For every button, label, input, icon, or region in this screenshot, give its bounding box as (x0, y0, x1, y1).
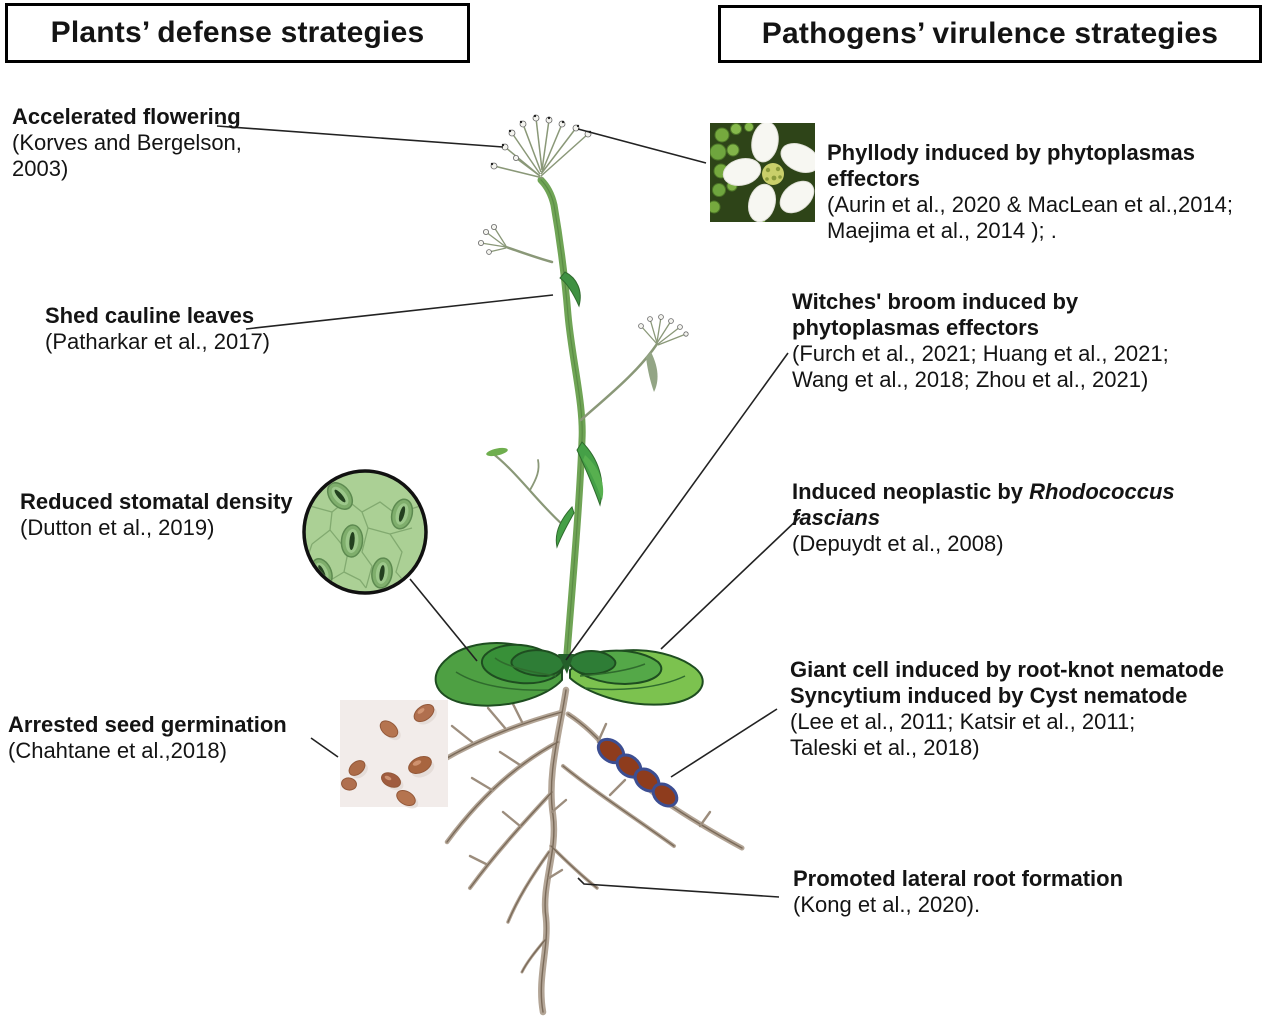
root-spurs (450, 700, 712, 880)
line-arrested-seed (310, 737, 339, 758)
right-flower-cluster (638, 314, 689, 346)
annotation-citation: (Lee et al., 2011; Katsir et al., 2011; … (790, 709, 1136, 760)
header-plants-defense: Plants’ defense strategies (5, 3, 470, 63)
root-system (408, 686, 745, 1016)
line-witches-broom (565, 352, 789, 661)
header-plants-defense-label: Plants’ defense strategies (50, 16, 425, 49)
annotation-title: Phyllody induced by phytoplasmas effecto… (827, 140, 1195, 191)
root-galls (596, 737, 679, 808)
line-phyllody (577, 128, 707, 164)
branch-leaflet (646, 352, 658, 392)
annotation-promoted-lateral-root: Promoted lateral root formation (Kong et… (793, 866, 1213, 918)
seeds (341, 703, 437, 809)
annotation-citation: (Kong et al., 2020). (793, 892, 981, 917)
left-flower-cluster (477, 223, 507, 255)
line-promoted-root (577, 877, 780, 898)
top-inflorescence (490, 114, 592, 179)
annotation-title: Induced neoplastic by Rhodococcus fascia… (792, 479, 1267, 531)
annotation-citation: (Aurin et al., 2020 & MacLean et al.,201… (827, 192, 1234, 243)
annotation-citation: (Furch et al., 2021; Huang et al., 2021;… (792, 341, 1169, 392)
line-stomata (409, 578, 478, 662)
tiny-flower (501, 143, 509, 151)
annotation-arrested-seed-germination: Arrested seed germination (Chahtane et a… (8, 712, 328, 764)
annotation-title: Shed cauline leaves (45, 303, 255, 328)
seeds-photo (340, 700, 448, 809)
stomata-cells (311, 482, 414, 589)
annotation-accelerated-flowering: Accelerated flowering (Korves and Bergel… (12, 104, 312, 182)
line-giant-cell (670, 708, 778, 778)
stomata-inset (302, 469, 428, 595)
annotation-witches-broom: Witches' broom induced by phytoplasmas e… (792, 289, 1252, 393)
annotation-title: Witches' broom induced by phytoplasmas e… (792, 289, 1079, 340)
annotation-phyllody: Phyllody induced by phytoplasmas effecto… (827, 140, 1272, 244)
header-pathogens-virulence-label: Pathogens’ virulence strategies (761, 17, 1219, 50)
annotation-giant-cell-syncytium: Giant cell induced by root-knot nematode… (790, 657, 1270, 761)
annotation-title: Arrested seed germination (8, 712, 287, 737)
line-shed-cauline (245, 294, 554, 330)
plant-illustration (408, 114, 745, 1016)
annotation-title: Giant cell induced by root-knot nematode… (790, 657, 1224, 708)
annotation-reduced-stomatal-density: Reduced stomatal density (Dutton et al.,… (20, 489, 320, 541)
annotation-title: Reduced stomatal density (20, 489, 293, 514)
annotation-shed-cauline-leaves: Shed cauline leaves (Patharkar et al., 2… (45, 303, 345, 355)
flower-center (762, 163, 784, 185)
annotation-citation: (Depuydt et al., 2008) (792, 531, 1004, 556)
line-neoplastic (660, 516, 801, 650)
annotation-title-species: Rhodococcus fascians (792, 479, 1175, 530)
annotation-induced-neoplastic: Induced neoplastic by Rhodococcus fascia… (792, 479, 1267, 557)
annotation-citation: (Korves and Bergelson, 2003) (12, 130, 242, 181)
rosette-leaves (434, 642, 704, 707)
header-pathogens-virulence: Pathogens’ virulence strategies (718, 5, 1262, 63)
annotation-citation: (Chahtane et al.,2018) (8, 738, 227, 763)
cauline-leaves (555, 271, 604, 549)
annotation-citation: (Dutton et al., 2019) (20, 515, 215, 540)
line-accelerated-flowering (216, 125, 504, 148)
twig-leaf (486, 447, 508, 457)
annotation-citation: (Patharkar et al., 2017) (45, 329, 271, 354)
flower-photo (710, 123, 815, 222)
annotation-title: Promoted lateral root formation (793, 866, 1124, 891)
flower-petals (722, 123, 815, 222)
annotation-title-plain: Induced neoplastic by (792, 479, 1030, 504)
annotation-title: Accelerated flowering (12, 104, 241, 129)
connector-lines (216, 125, 801, 898)
